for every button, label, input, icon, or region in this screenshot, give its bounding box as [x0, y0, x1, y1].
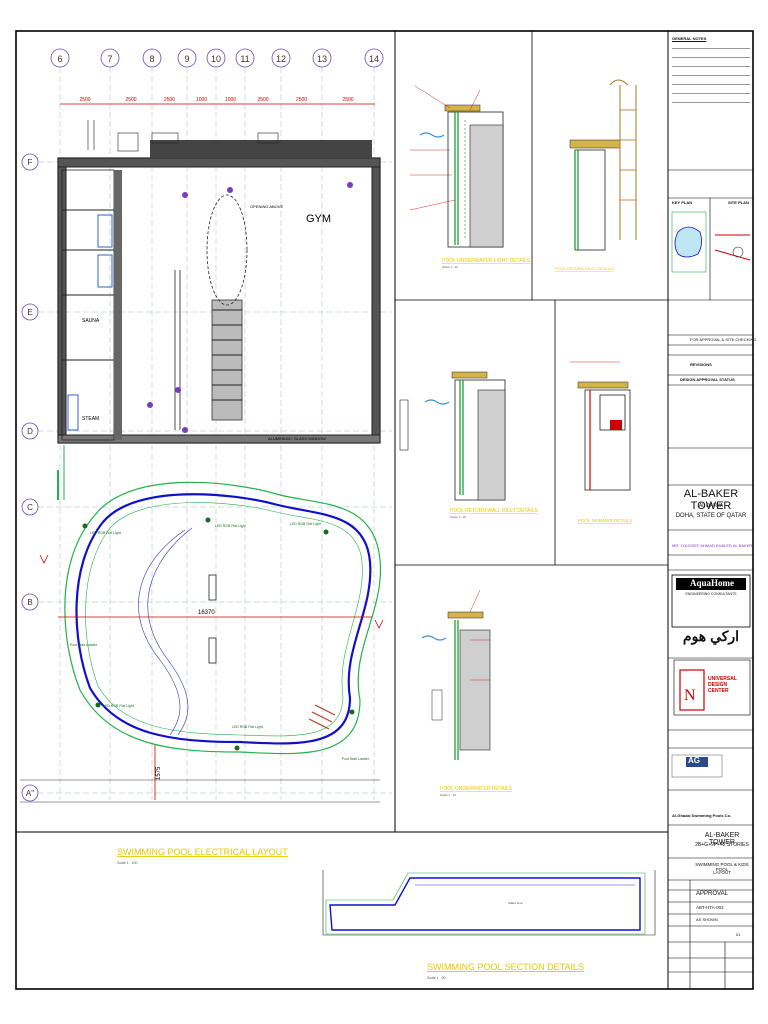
grid-row-bubbles: F E D C B A" [21, 153, 392, 802]
room-sauna-label: SAUNA [82, 318, 100, 324]
room-gym-label: GYM [306, 213, 331, 225]
grid-column-label: 14 [369, 54, 379, 64]
dimension-text: 2500 [342, 97, 353, 103]
drawing-scale: AS SHOWN [696, 917, 718, 922]
key-plan-label: KEY PLAN [672, 200, 693, 205]
detail-return-inlet [569, 79, 637, 251]
project-location-1: AL DAFNA [698, 503, 724, 509]
drawing-title-2: LAYOUT [713, 870, 731, 875]
grid-row-label: E [27, 308, 32, 317]
dimension-text: 2500 [257, 97, 268, 103]
consultant-arabic-name: اركي هوم [682, 628, 740, 644]
ladder-label: Pool Stair Ladder [70, 643, 98, 647]
drawing-project-sub: 2B+G+9P+42 STORIES [695, 842, 749, 848]
dimension-text: 2500 [79, 97, 90, 103]
light-label: LED RGB Flat Light [90, 531, 121, 535]
detail-title: POOL RETURN INLET DETAILS [555, 266, 614, 271]
project-location-2: DOHA, STATE OF QATAR [675, 513, 747, 519]
grid-row-label: F [28, 158, 33, 167]
light-label: LED RGB Flat Light [215, 524, 246, 528]
dimension-text: 2500 [164, 97, 175, 103]
drawing-status: APPROVAL [696, 891, 728, 897]
pool-width-dim: 1575 [156, 766, 162, 780]
consultant-subtitle: ENGINEERING CONSULTANTS [685, 592, 737, 596]
ladder-label: Pool Stair Ladder [342, 757, 370, 761]
grid-row-label: D [27, 427, 33, 436]
opening-note: OPENING ABOVE [250, 204, 283, 209]
dimension-texts: 2500 2500 2500 1000 1000 2500 2500 2500 [79, 97, 353, 103]
svg-text:N: N [684, 687, 696, 704]
detail-scale: Scale 1 : 10 [450, 515, 466, 519]
detail-title: POOL RETURN WALL INLET DETAILS [450, 508, 539, 514]
universal-design-center: UNIVERSAL DESIGN CENTER [708, 676, 737, 694]
dimension-text: 1000 [196, 97, 207, 103]
detail-title: POOL SKIMMER DETAILS [578, 518, 632, 523]
building-plan [57, 120, 381, 444]
grid-column-label: 11 [240, 54, 249, 64]
electrical-layout-title: SWIMMING POOL ELECTRICAL LAYOUT [117, 847, 288, 857]
key-plan [671, 211, 751, 273]
site-plan-label: SITE PLAN [728, 200, 749, 205]
level-markers [147, 182, 353, 433]
consultant-logo-box: N [671, 574, 751, 778]
project-name: AL-BAKER TOWER [683, 488, 739, 512]
light-label: LED RGB Flat Light [103, 704, 134, 708]
light-label: LED RGB Flat Light [290, 522, 321, 526]
general-notes-body [672, 44, 750, 164]
detail-scale: Scale 1 : 10 [440, 793, 456, 797]
drawing-project-name: AL-BAKER TOWER [704, 832, 740, 846]
grid-column-label: 7 [107, 54, 112, 64]
detail-return-wall-inlet [399, 371, 506, 501]
detail-skimmer [570, 361, 631, 491]
pool-plan [20, 445, 384, 803]
consultant-logo-text: AquaHome [690, 578, 735, 588]
contractor-logo: AG [688, 756, 700, 765]
section-scale: Scale 1 : 50 [427, 976, 446, 980]
grid-row-label: B [27, 598, 32, 607]
window-note: ALUMINIUM / GLASS WINDOW [268, 436, 326, 441]
grid-column-label: 12 [276, 54, 286, 64]
general-notes-title: GENERAL NOTES [672, 36, 707, 41]
room-steam-label: STEAM [82, 416, 99, 422]
dimension-text: 2500 [296, 97, 307, 103]
grid-column-label: 8 [149, 54, 154, 64]
subcontractor-name: Al-Ghazal Swimming Pools Co. [672, 813, 732, 818]
dimension-text: 1000 [225, 97, 236, 103]
drawing-title-1: SWIMMING POOL & KIDS POOL [695, 862, 749, 872]
pool-section [322, 870, 656, 936]
detail-underwater [421, 589, 491, 760]
detail-title: POOL UNDERWATER DETAILS [440, 786, 513, 792]
pool-length-dim: 16370 [198, 610, 215, 616]
approval-status-label: DESIGN APPROVAL STATUS [680, 377, 735, 382]
dimension-text: 2500 [125, 97, 136, 103]
grid-row-label: C [27, 503, 33, 512]
sheet-frame [15, 30, 754, 990]
client-name: MR. YOUSSEF AHMAD KHALED AL BAKER [672, 543, 753, 548]
section-water-line: Water Line [508, 901, 523, 905]
detail-underwater-light [409, 85, 504, 248]
sheet-number: 01 [736, 932, 741, 937]
grid-column-label: 6 [57, 54, 62, 64]
revision-description: FOR APPROVAL & SITE CHECKING [690, 337, 757, 342]
revisions-label: REVISIONS [690, 362, 712, 367]
electrical-layout-scale: Scale 1 : 100 [117, 861, 137, 865]
detail-title: POOL UNDERWATER LIGHT DETAILS [442, 258, 531, 264]
title-block-lines [668, 169, 753, 989]
drawing-number: ABT-HTA-002 [696, 905, 724, 910]
light-label: LED RGB Flat Light [232, 725, 263, 729]
grid-column-label: 9 [184, 54, 189, 64]
grid-column-label: 13 [317, 54, 327, 64]
grid-column-label: 10 [211, 54, 221, 64]
grid-row-label: A" [26, 789, 34, 798]
pool-lights [82, 517, 355, 751]
detail-scale: Scale 1 : 10 [442, 265, 458, 269]
section-title: SWIMMING POOL SECTION DETAILS [427, 962, 584, 972]
